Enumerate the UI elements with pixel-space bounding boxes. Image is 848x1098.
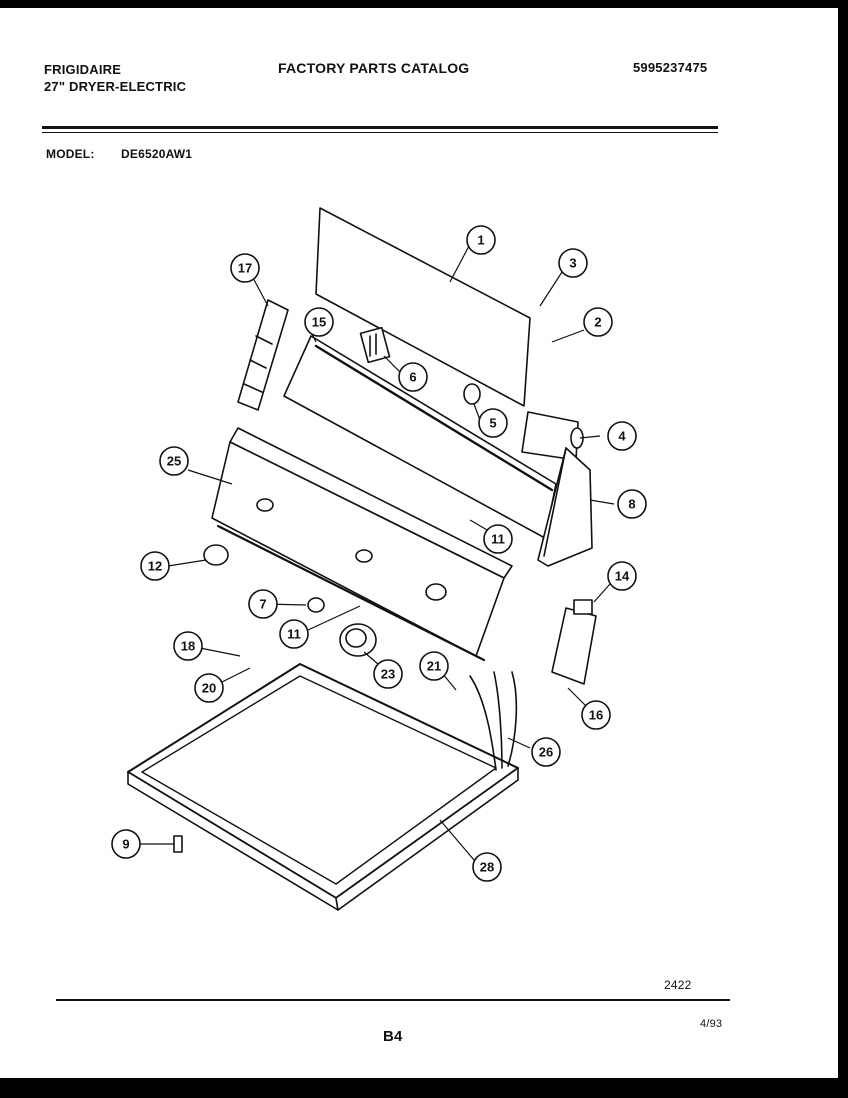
header-rule-thick — [42, 126, 718, 129]
callout-23: 23 — [381, 667, 395, 682]
callout-25: 25 — [167, 454, 181, 469]
part-element-14 — [551, 607, 597, 685]
callout-8: 8 — [628, 497, 635, 512]
brand-name: FRIGIDAIRE — [44, 62, 122, 77]
catalog-date: 4/93 — [700, 1018, 723, 1030]
header-rule-thin — [42, 132, 718, 133]
part-knob-12 — [203, 544, 229, 566]
scan-border-bottom — [0, 1078, 848, 1098]
scan-border-right — [838, 0, 848, 1098]
part-end-cap — [537, 447, 593, 567]
callout-18: 18 — [181, 639, 195, 654]
callout-11a: 11 — [287, 627, 301, 642]
callout-15: 15 — [312, 315, 326, 330]
product-name: 27" DRYER-ELECTRIC — [44, 79, 187, 94]
drawing-number: 2422 — [664, 978, 692, 992]
callout-1: 1 — [477, 233, 484, 248]
part-switch — [359, 326, 391, 364]
scan-border-top — [0, 0, 848, 8]
callout-26: 26 — [539, 745, 553, 760]
model-label: MODEL: — [46, 147, 95, 161]
part-top-cover — [127, 663, 519, 899]
callout-6: 6 — [409, 370, 416, 385]
page-number: B4 — [383, 1028, 403, 1045]
part-back-panel — [315, 207, 531, 407]
catalog-number: 5995237475 — [633, 60, 708, 75]
callout-9: 9 — [122, 837, 129, 852]
part-harness — [469, 671, 518, 771]
callout-3: 3 — [569, 256, 576, 271]
part-screw-9 — [173, 835, 183, 853]
callout-2: 2 — [594, 315, 601, 330]
catalog-title: FACTORY PARTS CATALOG — [278, 60, 470, 76]
model-value: DE6520AW1 — [121, 147, 193, 161]
callout-5: 5 — [489, 416, 496, 431]
callout-16: 16 — [589, 708, 603, 723]
callout-12: 12 — [148, 559, 162, 574]
callout-11b: 11 — [491, 532, 505, 547]
callout-17: 17 — [238, 261, 252, 276]
callout-20: 20 — [202, 681, 216, 696]
part-knob-small — [463, 383, 481, 405]
callout-21: 21 — [427, 659, 441, 674]
part-bracket — [237, 299, 289, 411]
callout-28: 28 — [480, 860, 494, 875]
callout-14: 14 — [615, 569, 630, 584]
callout-7: 7 — [259, 597, 266, 612]
part-button-7 — [307, 597, 325, 613]
callout-4: 4 — [618, 429, 626, 444]
footer-rule — [56, 999, 730, 1001]
